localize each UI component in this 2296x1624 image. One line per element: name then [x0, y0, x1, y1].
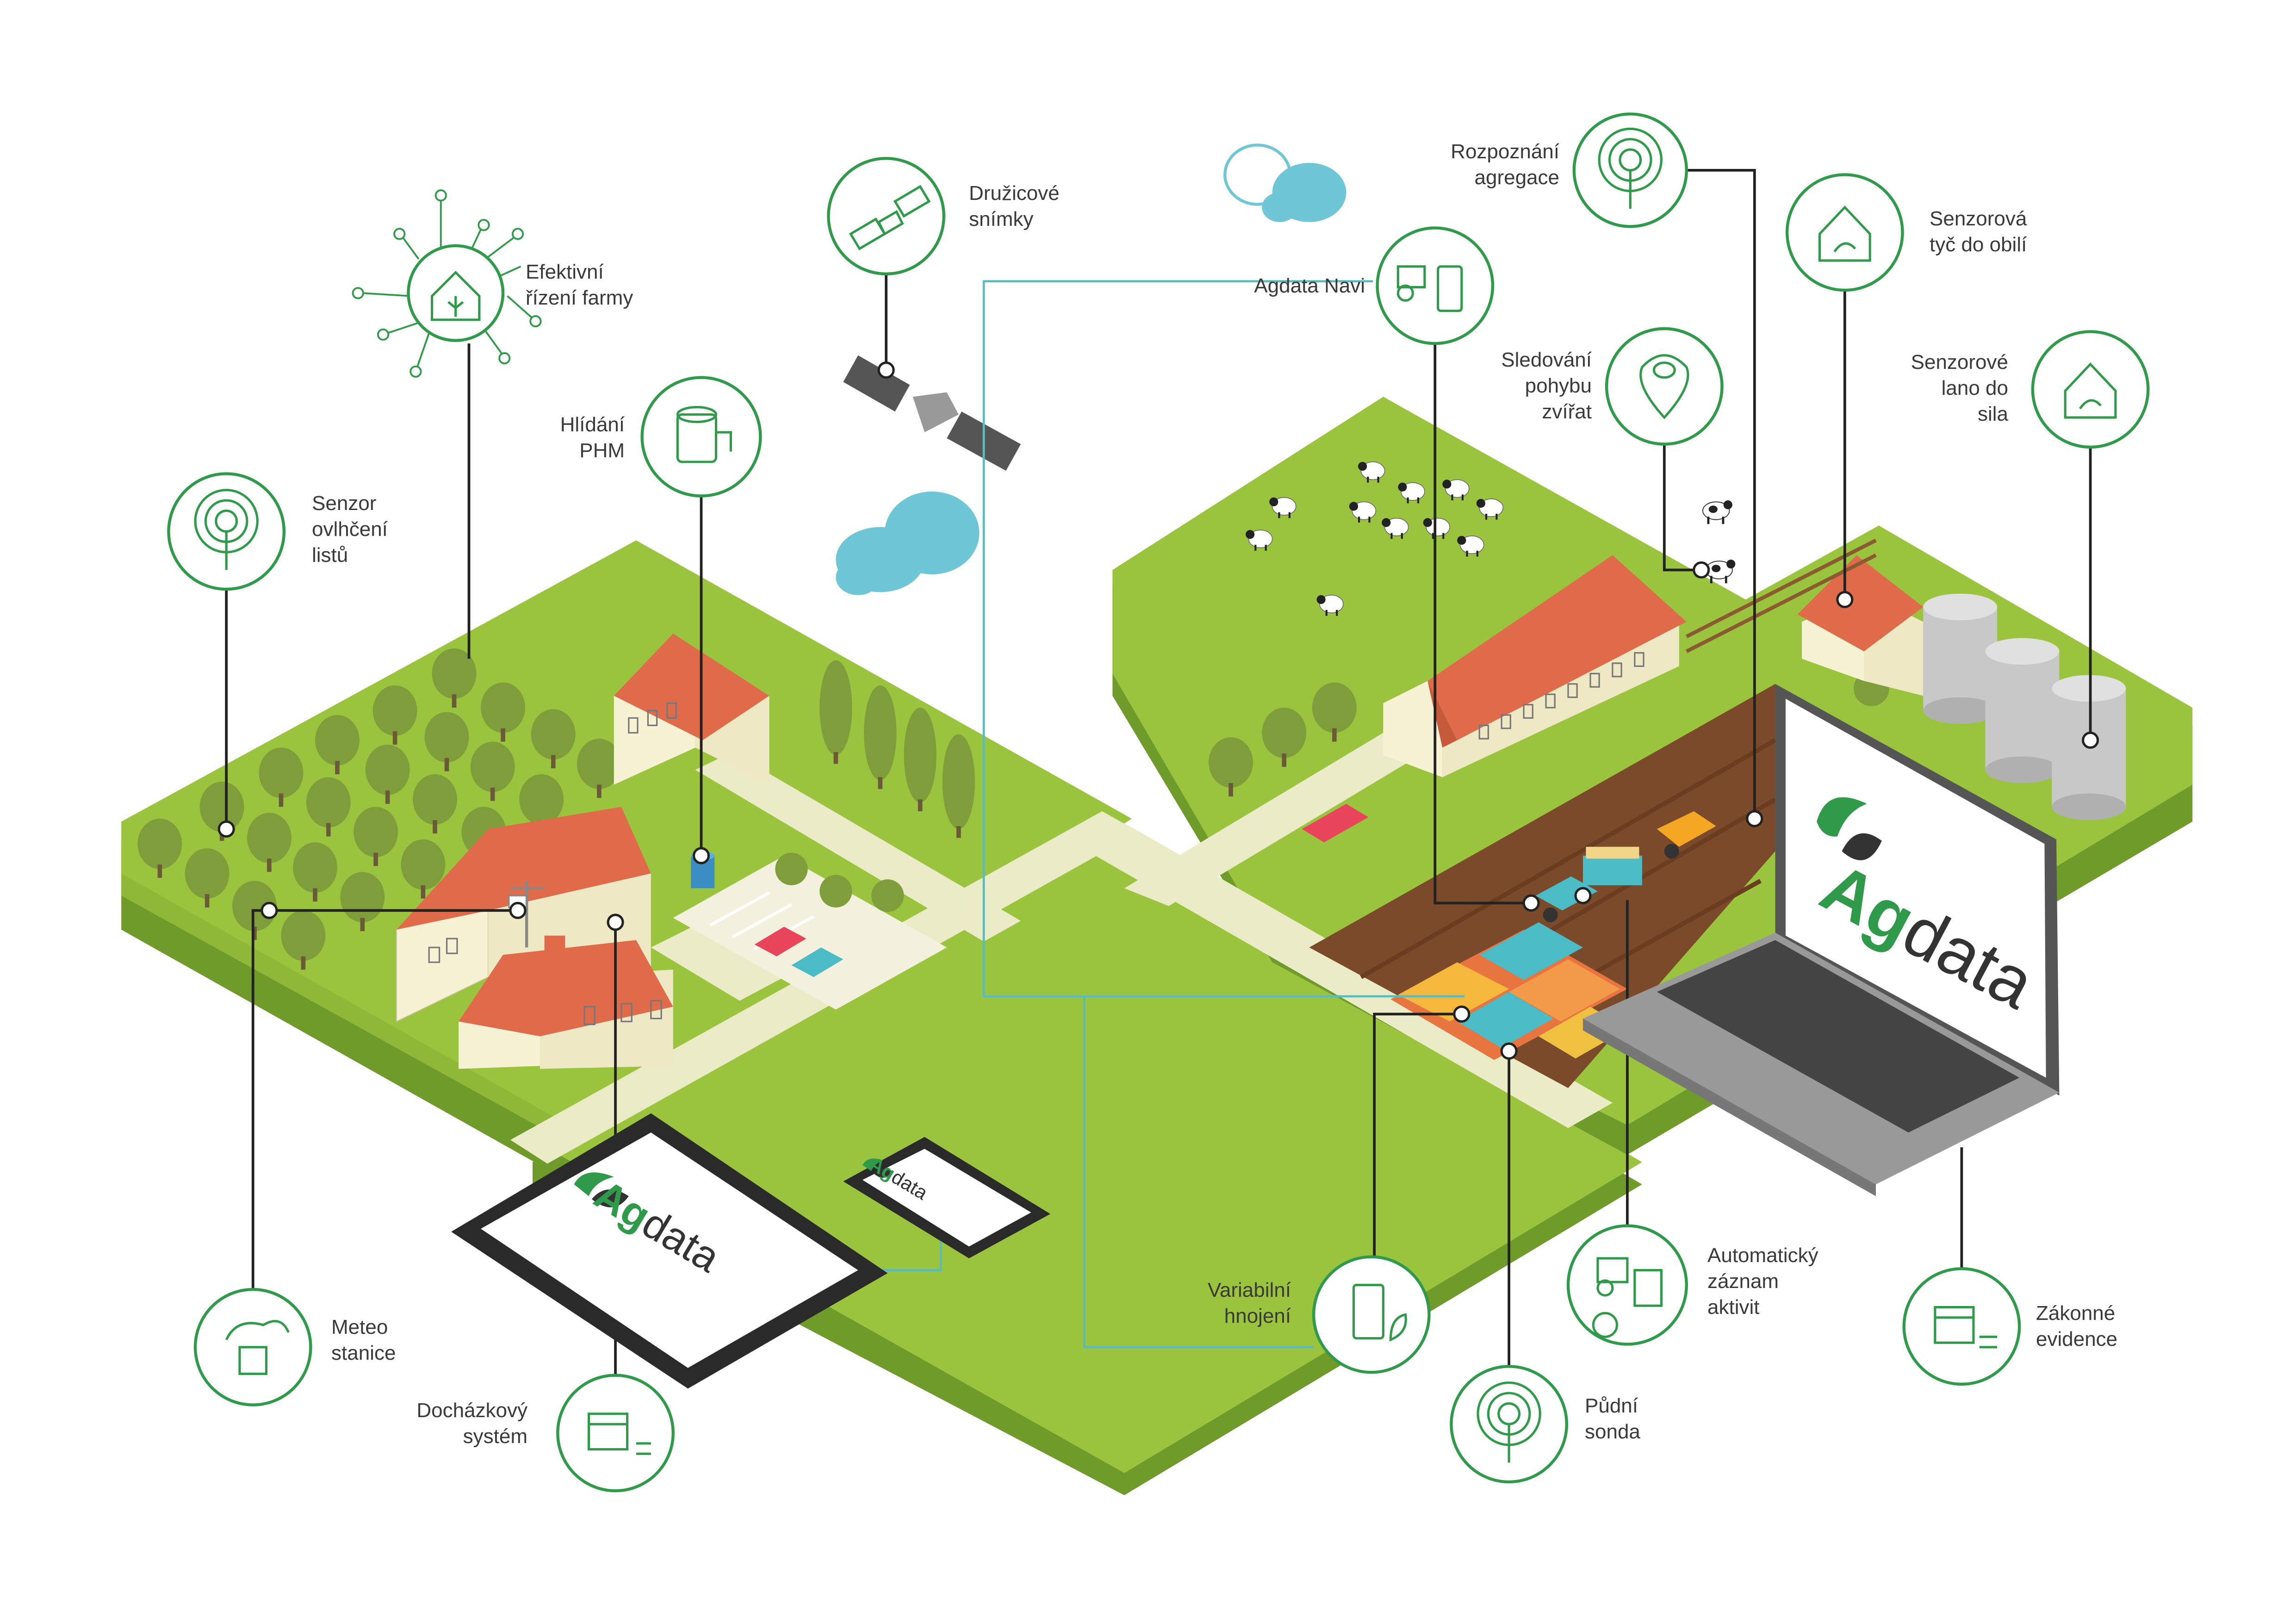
satellite-icon — [849, 185, 931, 250]
label-dochazkovy-system: Docházkový systém — [416, 1399, 527, 1448]
network-spokes — [352, 189, 542, 378]
farm-house — [396, 807, 673, 1069]
sensor-probe-icon-1 — [194, 489, 259, 570]
label-automaticky-zaznam: Automatický záznam aktivit — [1707, 1244, 1818, 1319]
calendar-icon-1 — [587, 1412, 651, 1455]
silo-shed — [1797, 555, 1924, 696]
calendar-icon-2 — [1934, 1306, 1998, 1349]
tractors — [1535, 811, 1716, 922]
tablet-logo-mark — [574, 1172, 629, 1207]
silo-sensor-icon-2 — [2064, 362, 2117, 419]
phone — [843, 1137, 1050, 1258]
label-variabilni-hnojeni: Variabilní hnojení — [1207, 1279, 1291, 1327]
label-druzicove-snimky: Družicové snímky — [969, 182, 1060, 230]
label-meteo-stanice: Meteo stanice — [331, 1316, 396, 1364]
plowed-field — [1309, 684, 1777, 1089]
cars — [754, 803, 1369, 977]
tractor-document-icon — [1592, 1257, 1663, 1338]
laptop — [1582, 684, 2060, 1196]
tablet — [451, 1113, 888, 1389]
cloud-left — [836, 491, 980, 595]
label-efektivni-rizeni: Efektivní řízení farmy — [526, 261, 633, 309]
label-senzorova-tyc: Senzorová tyč do obilí — [1930, 207, 2027, 256]
label-senzor-ovlhceni: Senzor ovlhčení listů — [312, 492, 388, 566]
weather-icon — [225, 1320, 290, 1375]
connector-lines — [225, 168, 2092, 1377]
fuel-tank-icon — [676, 406, 732, 463]
label-senzorove-lano: Senzorové lano do sila — [1911, 351, 2008, 425]
silos — [1923, 593, 2126, 821]
label-hlidani-phm: Hlídání PHM — [560, 413, 625, 462]
label-pudni-sonda: Půdní sonda — [1585, 1394, 1640, 1443]
label-agdata-navi: Agdata Navi — [1254, 274, 1365, 297]
label-zakonne-evidence: Zákonné evidence — [2036, 1302, 2118, 1350]
small-house — [614, 634, 769, 785]
barn — [1383, 555, 1687, 778]
farm-house-icon — [431, 270, 481, 321]
laptop-logo-mark — [1817, 797, 1882, 860]
label-rozpoznani-agregace: Rozpoznání agregace — [1451, 140, 1559, 189]
cloud-right — [1223, 143, 1347, 222]
label-sledovani-zvirat: Sledování pohybu zvířat — [1501, 348, 1592, 423]
weather-mast — [510, 885, 545, 948]
tractor-phone-icon — [1396, 265, 1463, 312]
connector-dots — [217, 361, 2099, 1060]
phone-plant-icon — [1352, 1283, 1407, 1342]
silo-sensor-icon-1 — [1818, 205, 1871, 262]
sensor-probe-icon-3 — [1477, 1381, 1541, 1463]
sensor-probe-icon-2 — [1598, 127, 1663, 209]
satellite — [843, 355, 1021, 471]
animal-location-icon — [1639, 354, 1689, 419]
phone-logo-mark — [862, 1158, 892, 1178]
teal-lines — [880, 280, 1465, 1349]
